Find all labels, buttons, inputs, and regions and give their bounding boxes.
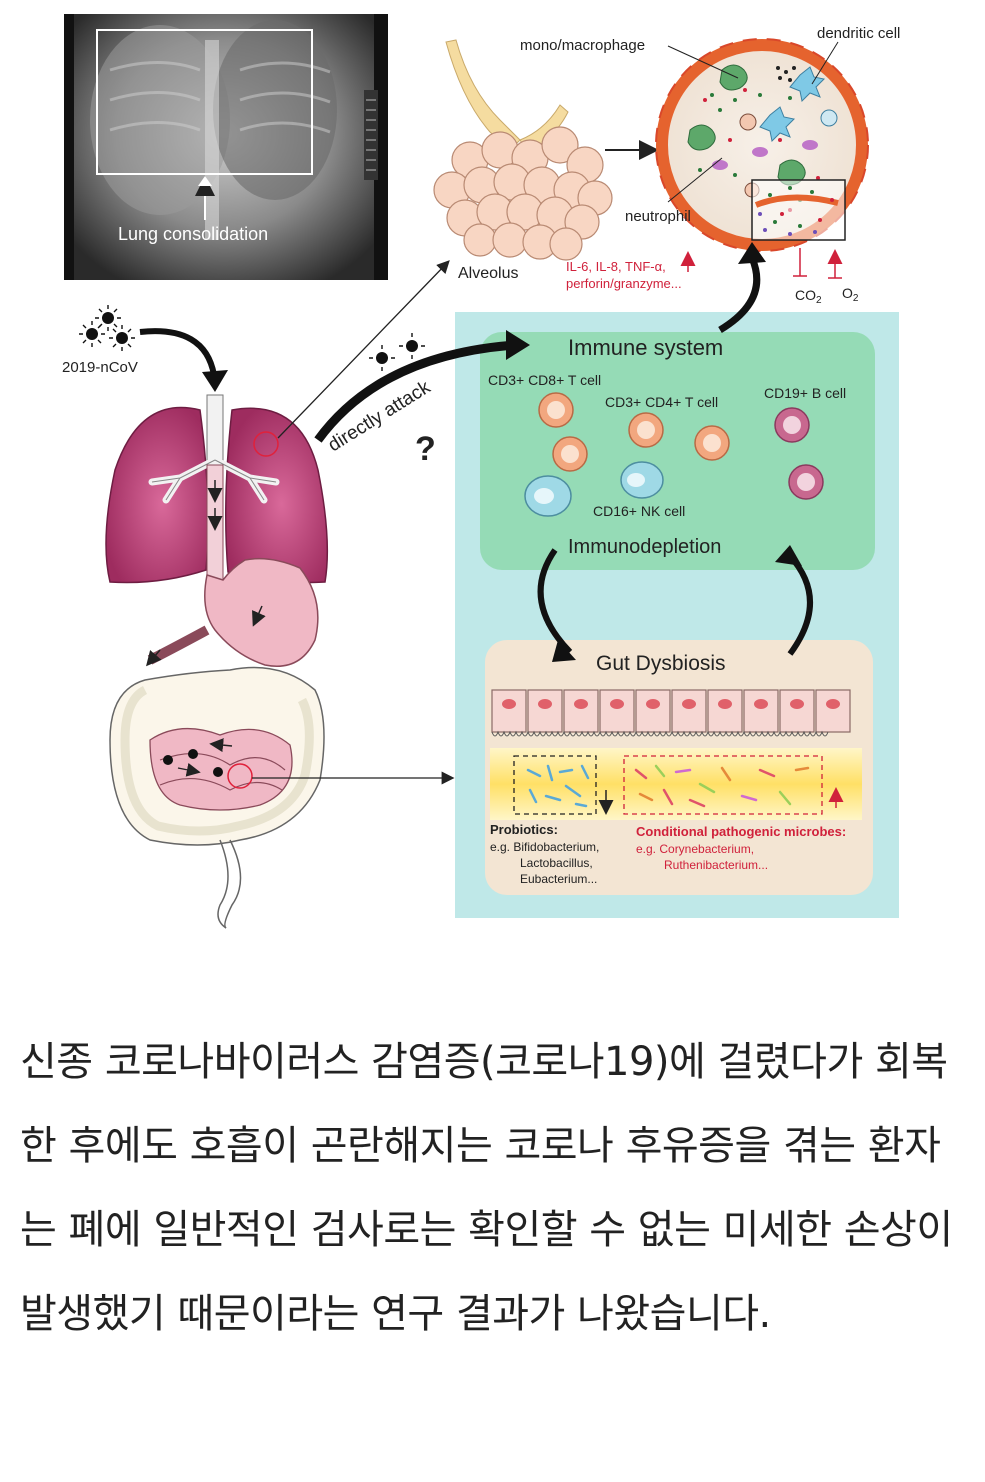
b-cell-label: CD19+ B cell: [764, 385, 846, 401]
pathogenic-title: Conditional pathogenic microbes:: [636, 824, 846, 839]
epithelial-cells: [491, 689, 851, 737]
article-paragraph: 신종 코로나바이러스 감염증(코로나19)에 걸렸다가 회복한 후에도 호흡이 …: [20, 1039, 953, 1337]
immunodepletion-label: Immunodepletion: [568, 536, 721, 558]
alveolar-sac-diagram: mono/macrophage dendritic cell neutrophi…: [520, 25, 900, 306]
virus-label: 2019-nCoV: [62, 359, 138, 376]
covid-gut-lung-diagram: Lung consolidation Alveolus: [62, 14, 900, 929]
mucus-layer: [490, 748, 862, 820]
pathogenic-line1: e.g. Corynebacterium,: [636, 842, 754, 856]
pathogen-box: [623, 755, 844, 815]
arrow-gut-to-immune: [787, 553, 813, 656]
cytokines-line2: perforin/granzyme...: [566, 276, 682, 291]
arrow-virus-to-lungs: [139, 328, 217, 376]
directly-attack-arrow: [314, 340, 516, 443]
intestine-illustration: [109, 666, 325, 929]
t-cells-cd4: [628, 412, 730, 461]
cd4-label: CD3+ CD4+ T cell: [605, 394, 718, 410]
question-mark: ?: [415, 430, 436, 468]
probiotics-line1: e.g. Bifidobacterium,: [490, 840, 599, 854]
lungs-illustration: [105, 394, 329, 584]
alveolus-label: Alveolus: [458, 265, 518, 282]
probiotics-line2: Lactobacillus,: [520, 856, 593, 870]
immune-system-panel: Immune system CD3+ CD8+ T cell CD3+ CD4+…: [480, 332, 875, 570]
gut-title: Gut Dysbiosis: [596, 652, 726, 675]
nk-cells: [524, 461, 664, 517]
probiotic-box: [513, 755, 614, 815]
probiotics-line3: Eubacterium...: [520, 872, 597, 886]
immune-title: Immune system: [568, 335, 723, 360]
nk-cell-label: CD16+ NK cell: [593, 503, 685, 519]
arrow-immune-to-gut: [537, 548, 573, 655]
xray-label: Lung consolidation: [118, 224, 268, 244]
b-cells: [774, 407, 824, 500]
alveolus-illustration: Alveolus: [433, 39, 613, 282]
chest-xray-image: Lung consolidation: [64, 14, 388, 280]
o2-label: O2: [842, 285, 859, 304]
stomach-illustration: [146, 464, 319, 667]
mono-macrophage-label: mono/macrophage: [520, 37, 645, 54]
probiotics-title: Probiotics:: [490, 822, 558, 837]
arrow-lung-to-alveolus: [277, 260, 450, 439]
gut-dysbiosis-panel: Gut Dysbiosis: [485, 640, 873, 895]
virus-icons: [79, 305, 425, 371]
cd8-label: CD3+ CD8+ T cell: [488, 372, 601, 388]
t-cells-cd8: [538, 392, 588, 472]
dendritic-cell-label: dendritic cell: [817, 25, 900, 42]
pathogenic-line2: Ruthenibacterium...: [664, 858, 768, 872]
co2-label: CO2: [795, 287, 822, 306]
cytokines-line1: IL-6, IL-8, TNF-α,: [566, 259, 666, 274]
arrow-immune-to-sac: [718, 256, 761, 334]
neutrophil-label: neutrophil: [625, 208, 691, 225]
